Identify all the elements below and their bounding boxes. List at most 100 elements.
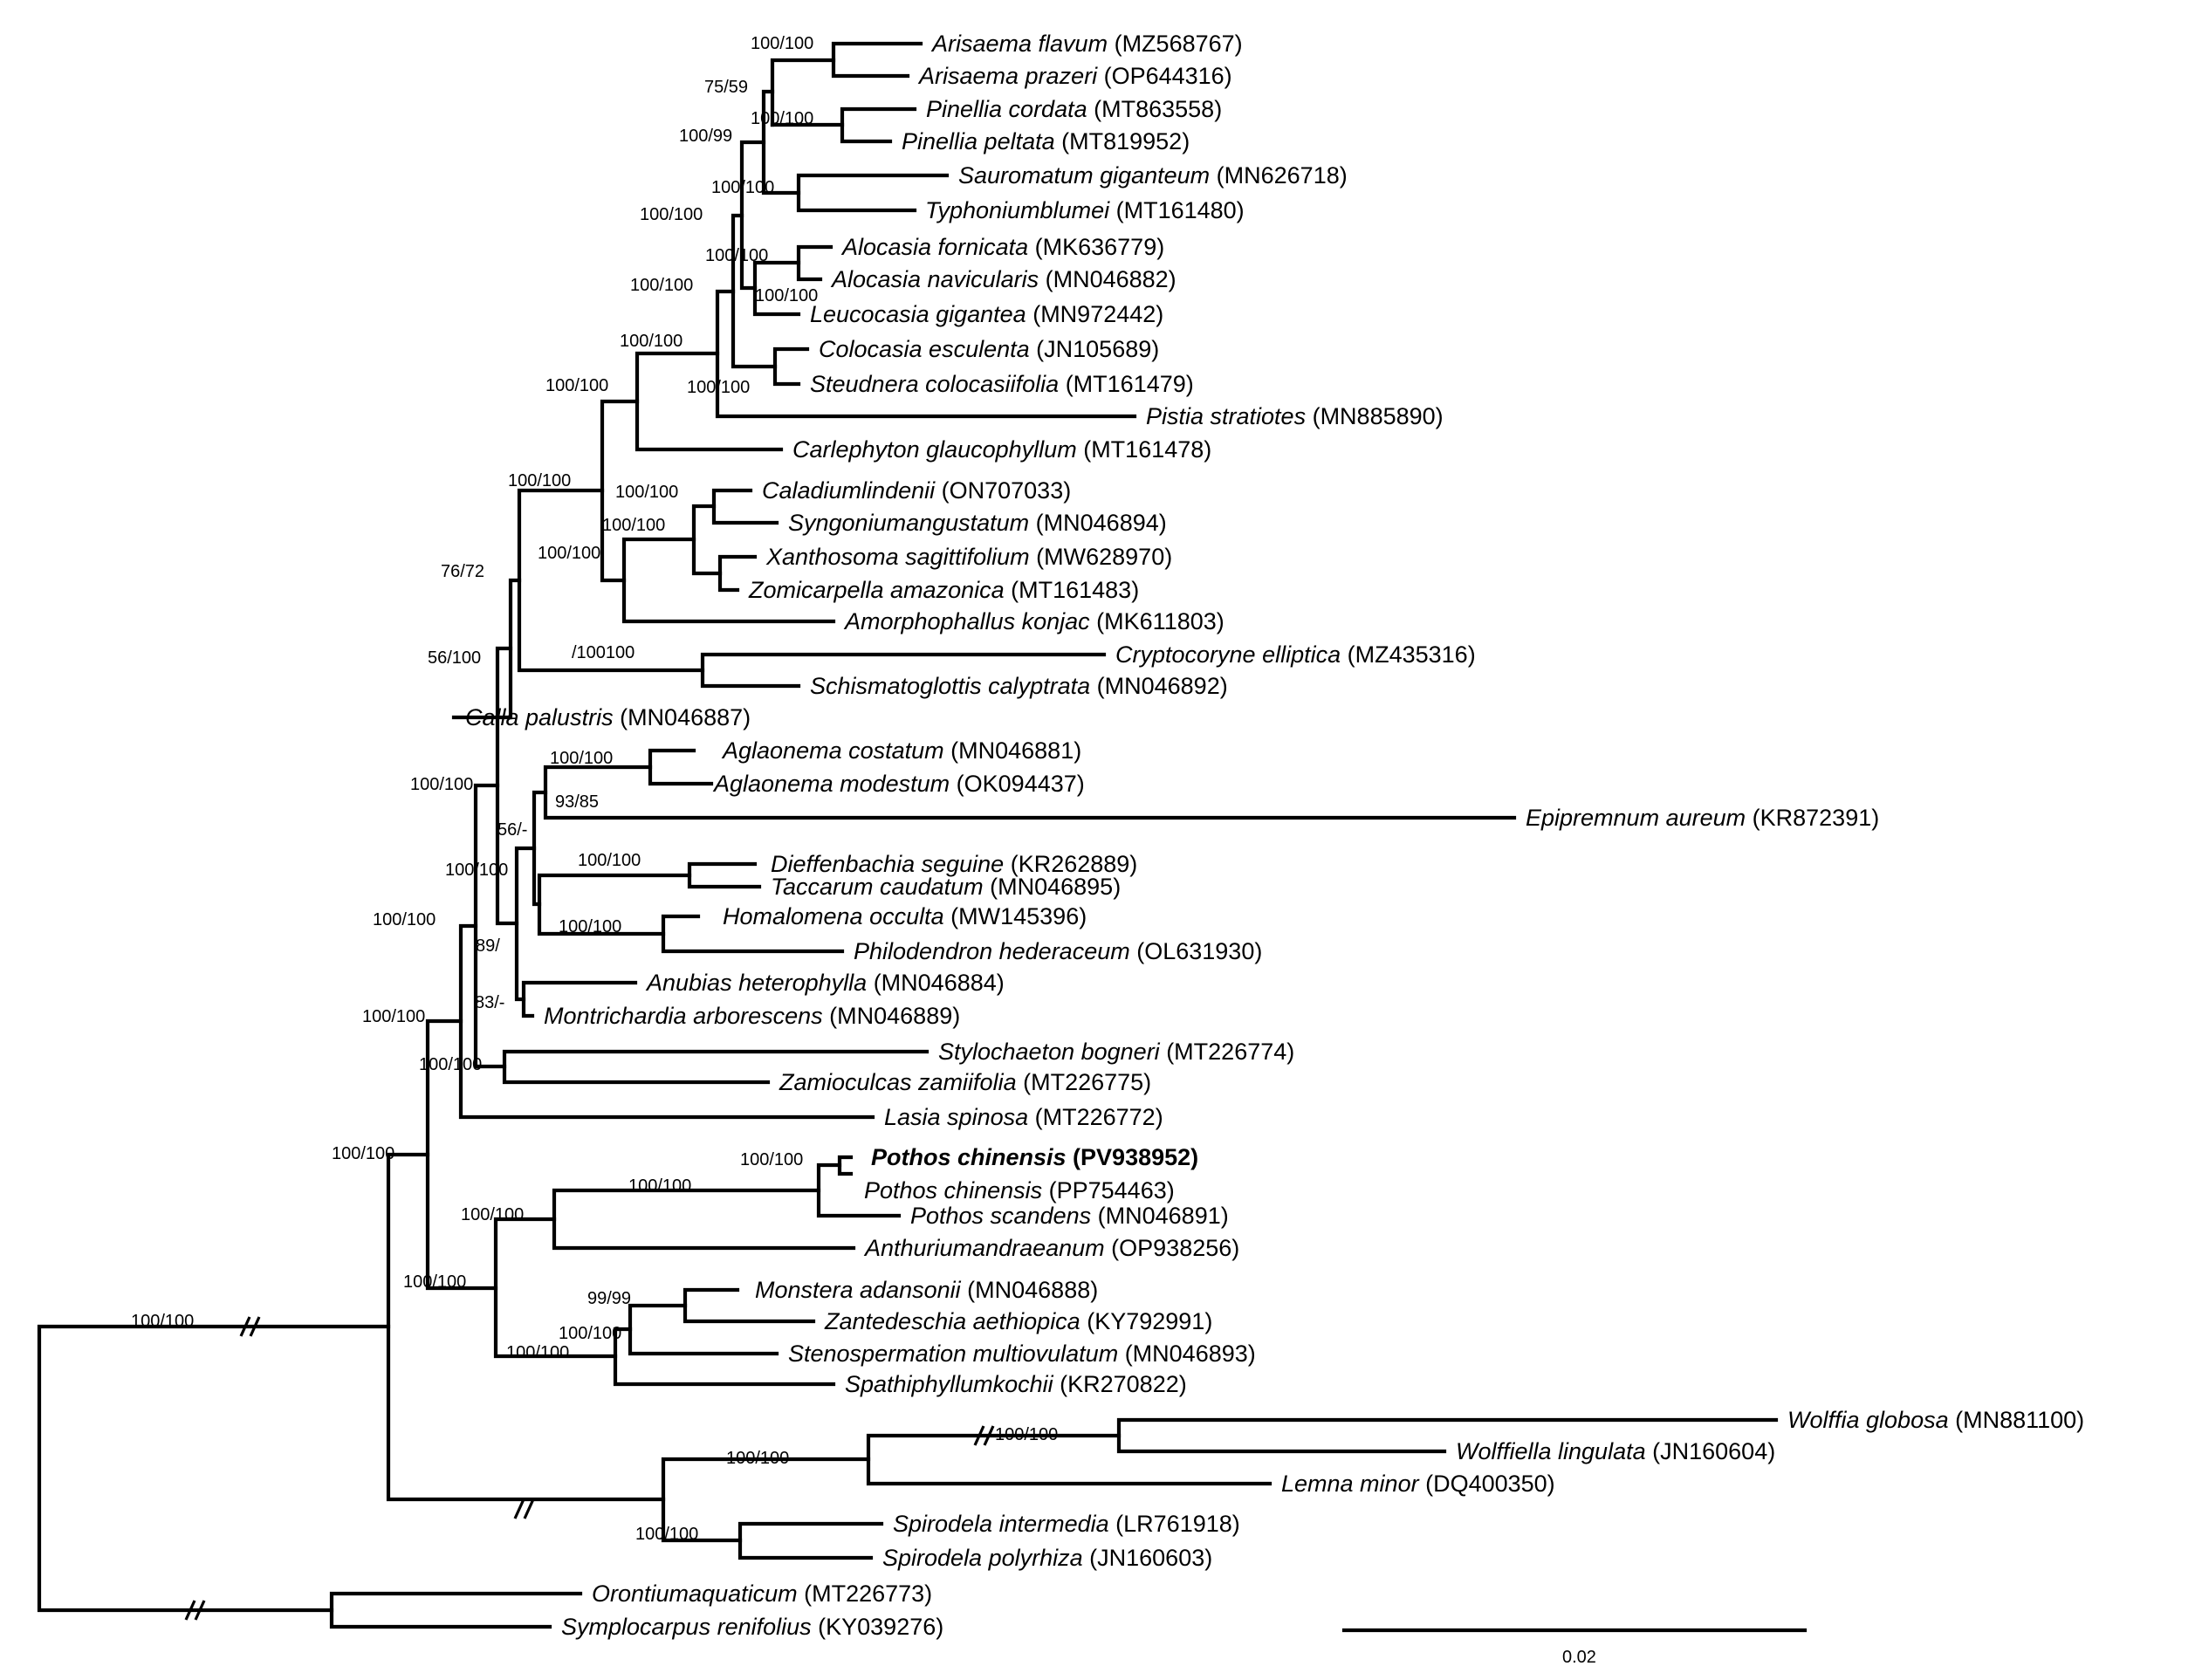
accession-number: (MN046882) [1046, 266, 1176, 292]
taxon-name: Syngoniumangustatum [788, 510, 1036, 536]
support-value: 75/59 [704, 78, 748, 97]
tip-label-orontium-aquaticum: Orontiumaquaticum (MT226773) [592, 1581, 932, 1607]
accession-number: (MT161483) [1011, 577, 1139, 603]
tip-label-anubias-heterophylla: Anubias heterophylla (MN046884) [645, 970, 1005, 996]
accession-number: (MT161478) [1083, 436, 1211, 463]
support-value: 100/100 [410, 775, 473, 794]
taxon-name: Schismatoglottis calyptrata [810, 673, 1097, 699]
accession-number: (MT819952) [1061, 128, 1190, 154]
tip-label-schismatoglottis-calyptrata: Schismatoglottis calyptrata (MN046892) [810, 673, 1228, 699]
support-value: 100/100 [726, 1449, 789, 1468]
taxon-name: Cryptocoryne elliptica [1115, 641, 1348, 668]
support-value: 100/100 [403, 1272, 466, 1292]
tip-label-wolffiella-lingulata: Wolffiella lingulata (JN160604) [1456, 1438, 1775, 1464]
support-value: 100/100 [640, 205, 703, 224]
accession-number: (OP644316) [1104, 63, 1232, 89]
accession-number: (OK094437) [957, 771, 1085, 797]
accession-number: (MN046891) [1098, 1203, 1229, 1229]
support-value: 89/ [476, 936, 500, 956]
accession-number: (OP938256) [1111, 1235, 1239, 1261]
accession-number: (MT161480) [1116, 197, 1245, 223]
tip-label-taccarum-caudatum: Taccarum caudatum (MN046895) [771, 874, 1121, 900]
accession-number: (MZ435316) [1348, 641, 1476, 668]
tip-label-homalomena-occulta: Homalomena occulta (MW145396) [723, 903, 1087, 929]
taxon-name: Calla palustris [465, 704, 620, 730]
support-value: 100/100 [559, 1324, 621, 1343]
support-value: 100/100 [578, 851, 641, 870]
taxon-name: Alocasia navicularis [830, 266, 1046, 292]
tip-label-amorphophallus-konjac: Amorphophallus konjac (MK611803) [843, 608, 1224, 634]
taxon-name: Zomicarpella amazonica [748, 577, 1011, 603]
taxon-name: Carlephyton glaucophyllum [792, 436, 1083, 463]
taxon-name: Colocasia esculenta [819, 336, 1036, 362]
tip-label-pothos-chinensis-new: Pothos chinensis (PV938952) [871, 1144, 1198, 1170]
taxon-name: Xanthosoma sagittifolium [765, 544, 1036, 570]
accession-number: (MN885890) [1313, 403, 1444, 429]
taxon-name: Dieffenbachia seguine [771, 851, 1011, 877]
taxon-name: Amorphophallus konjac [843, 608, 1096, 634]
tip-label-caladium-lindenii: Caladiumlindenii (ON707033) [762, 477, 1071, 504]
support-value: 100/100 [635, 1525, 698, 1544]
tip-label-monstera-adansonii: Monstera adansonii (MN046888) [755, 1277, 1098, 1303]
tip-label-alocasia-navicularis: Alocasia navicularis (MN046882) [830, 266, 1176, 292]
accession-number: (MN626718) [1217, 162, 1348, 189]
accession-number: (JN160604) [1652, 1438, 1775, 1464]
accession-number: (MN046881) [950, 737, 1081, 764]
accession-number: (MT226775) [1023, 1069, 1151, 1095]
tip-label-spirodela-polyrhiza: Spirodela polyrhiza (JN160603) [882, 1545, 1212, 1571]
support-value: 100/100 [538, 544, 600, 563]
support-value: 100/100 [419, 1055, 482, 1074]
support-value: 76/72 [441, 562, 484, 581]
tip-label-dieffenbachia-seguine: Dieffenbachia seguine (KR262889) [771, 851, 1137, 877]
support-value: 100/100 [687, 378, 750, 397]
tip-label-montrichardia-arborescens: Montrichardia arborescens (MN046889) [544, 1003, 960, 1029]
accession-number: (MT863558) [1094, 96, 1222, 122]
accession-number: (MN046887) [620, 704, 751, 730]
support-value: 93/85 [555, 792, 599, 812]
tip-label-arisaema-prazeri: Arisaema prazeri (OP644316) [917, 63, 1232, 89]
taxon-name: Pothos chinensis [864, 1177, 1049, 1203]
support-value: 56/100 [428, 648, 481, 668]
taxon-name: Pothos chinensis [871, 1144, 1073, 1170]
accession-number: (DQ400350) [1425, 1471, 1555, 1497]
tip-label-lasia-spinosa: Lasia spinosa (MT226772) [884, 1104, 1163, 1130]
support-value: 100/100 [602, 516, 665, 535]
taxon-name: Philodendron hederaceum [854, 938, 1136, 964]
support-value: 100/99 [679, 127, 732, 146]
tip-label-steudnera-colocasiifolia: Steudnera colocasiifolia (MT161479) [810, 371, 1194, 397]
tree-branches [37, 41, 1779, 1629]
tip-label-alocasia-fornicata: Alocasia fornicata (MK636779) [840, 234, 1164, 260]
scale-bar: 0.02 [1341, 1628, 1808, 1667]
taxon-name: Typhoniumblumei [925, 197, 1116, 223]
accession-number: (MT161479) [1066, 371, 1194, 397]
accession-number: (KY039276) [818, 1614, 943, 1640]
support-value: 100/100 [751, 109, 813, 128]
accession-number: (KY792991) [1087, 1308, 1212, 1334]
support-value: 100/100 [545, 376, 608, 395]
taxon-name: Aglaonema modestum [712, 771, 957, 797]
support-value: 100/100 [508, 471, 571, 490]
tip-label-stylochaeton-bogneri: Stylochaeton bogneri (MT226774) [938, 1039, 1294, 1065]
support-value: 100/100 [628, 1176, 691, 1196]
tip-label-pinellia-peltata: Pinellia peltata (MT819952) [902, 128, 1190, 154]
accession-number: (MW145396) [950, 903, 1087, 929]
taxon-name: Spirodela polyrhiza [882, 1545, 1089, 1571]
branch-break-marks [184, 1316, 995, 1621]
tip-label-wolffia-globosa: Wolffia globosa (MN881100) [1787, 1407, 2084, 1433]
taxon-name: Leucocasia gigantea [810, 301, 1032, 327]
tip-label-zantedeschia-aethiopica: Zantedeschia aethiopica (KY792991) [824, 1308, 1212, 1334]
tip-label-cryptocoryne-elliptica: Cryptocoryne elliptica (MZ435316) [1115, 641, 1476, 668]
accession-number: (MT226772) [1035, 1104, 1163, 1130]
accession-number: (ON707033) [942, 477, 1072, 504]
support-value: 100/100 [550, 749, 613, 768]
taxon-name: Orontiumaquaticum [592, 1581, 804, 1607]
accession-number: (MZ568767) [1115, 31, 1243, 57]
taxon-name: Montrichardia arborescens [544, 1003, 829, 1029]
accession-number: (MK611803) [1096, 608, 1224, 634]
tip-label-spirodela-intermedia: Spirodela intermedia (LR761918) [893, 1511, 1240, 1537]
accession-number: (MN046894) [1036, 510, 1167, 536]
support-value: 100/100 [362, 1007, 425, 1026]
tip-label-lemna-minor: Lemna minor (DQ400350) [1281, 1471, 1555, 1497]
taxon-name: Steudnera colocasiifolia [810, 371, 1066, 397]
tip-label-epipremnum-aureum: Epipremnum aureum (KR872391) [1526, 805, 1879, 831]
